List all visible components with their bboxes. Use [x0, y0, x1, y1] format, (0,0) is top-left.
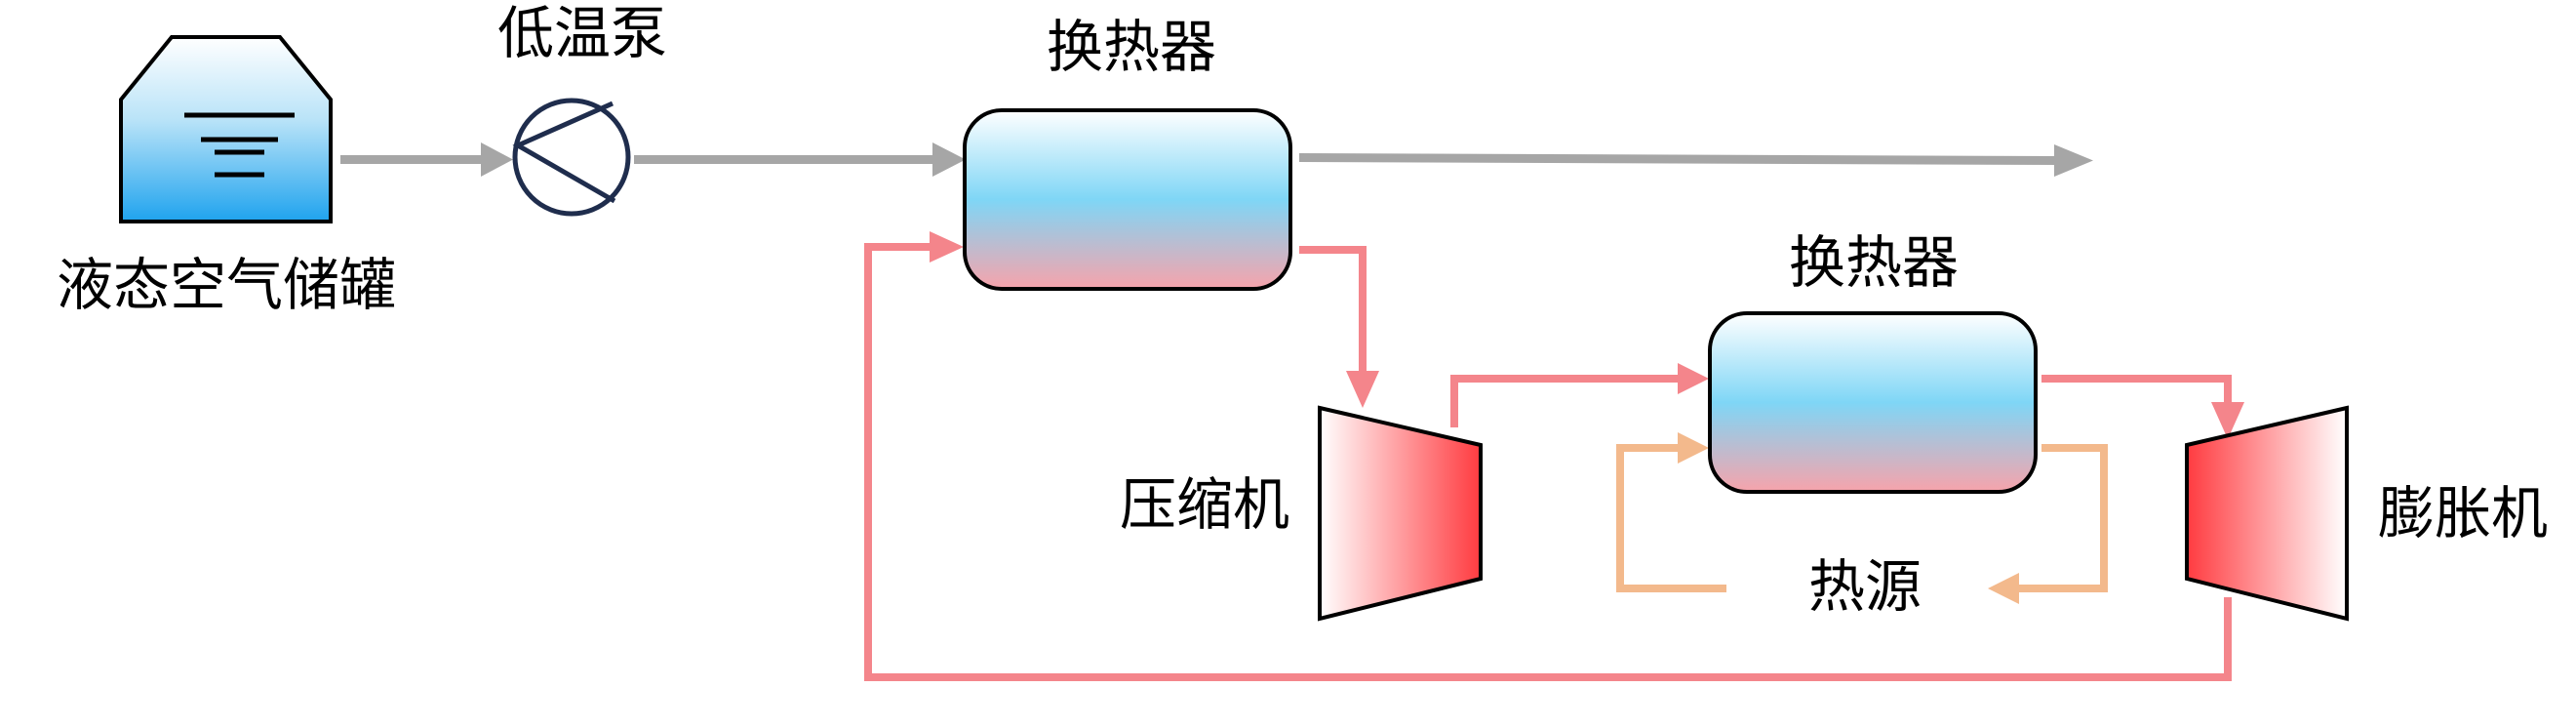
expander-inlet-arrowhead: [2211, 402, 2244, 439]
hx1-to-compressor-line: [1299, 246, 1367, 373]
tank-body: [119, 35, 333, 223]
hx2-label: 换热器: [1789, 229, 1959, 296]
heat-source-lines: [1616, 444, 2108, 592]
hx2-inlet-arrowhead: [1678, 363, 1709, 394]
pump-to-hx1-arrowhead: [932, 142, 966, 177]
compressor-inlet-arrowhead: [1346, 371, 1379, 408]
heat-source-supply-line: [1616, 444, 1726, 592]
heat-source-label: 热源: [1808, 553, 1922, 620]
heat-source-arrowheads: [1678, 432, 2019, 604]
liquid-air-tank: [119, 35, 333, 223]
liquid-level-icon: [184, 112, 295, 178]
tank-to-pump-arrowhead: [481, 142, 513, 177]
pump-to-hx1-line: [634, 155, 936, 164]
hx2-to-expander-line: [2041, 375, 2232, 410]
tank-label: 液态空气储罐: [57, 252, 396, 318]
compressor-to-hx2-line: [1450, 375, 1681, 427]
tank-to-pump-line: [340, 155, 487, 164]
hx1-label: 换热器: [1047, 14, 1216, 80]
pump-housing: [512, 98, 631, 217]
hot-loop-lines: [864, 243, 2232, 681]
heat-source-return-arrowhead: [1988, 573, 2019, 604]
hx1-hot-inlet-arrowhead: [930, 231, 964, 263]
pump-symbol-icon: [512, 101, 616, 204]
cryogenic-pump: [512, 98, 631, 217]
compressor: [1318, 405, 1483, 622]
heat-exchanger-2: [1708, 311, 2038, 494]
heat-source-return-line: [2014, 444, 2108, 592]
pump-label: 低温泵: [497, 0, 667, 66]
hx2-heat-inlet-arrowhead: [1678, 432, 1709, 464]
air-flow-lines: [340, 142, 2093, 177]
hx1-outlet-line: [1299, 153, 2058, 165]
return-loop-line: [864, 243, 2232, 681]
compressor-label: 压缩机: [1120, 471, 1289, 538]
hx1-outlet-arrowhead: [2054, 144, 2093, 177]
expander: [2185, 405, 2349, 622]
hot-loop-arrowheads: [930, 231, 2244, 439]
expander-label: 膨胀机: [2378, 480, 2548, 546]
heat-exchanger-1: [963, 108, 1292, 291]
